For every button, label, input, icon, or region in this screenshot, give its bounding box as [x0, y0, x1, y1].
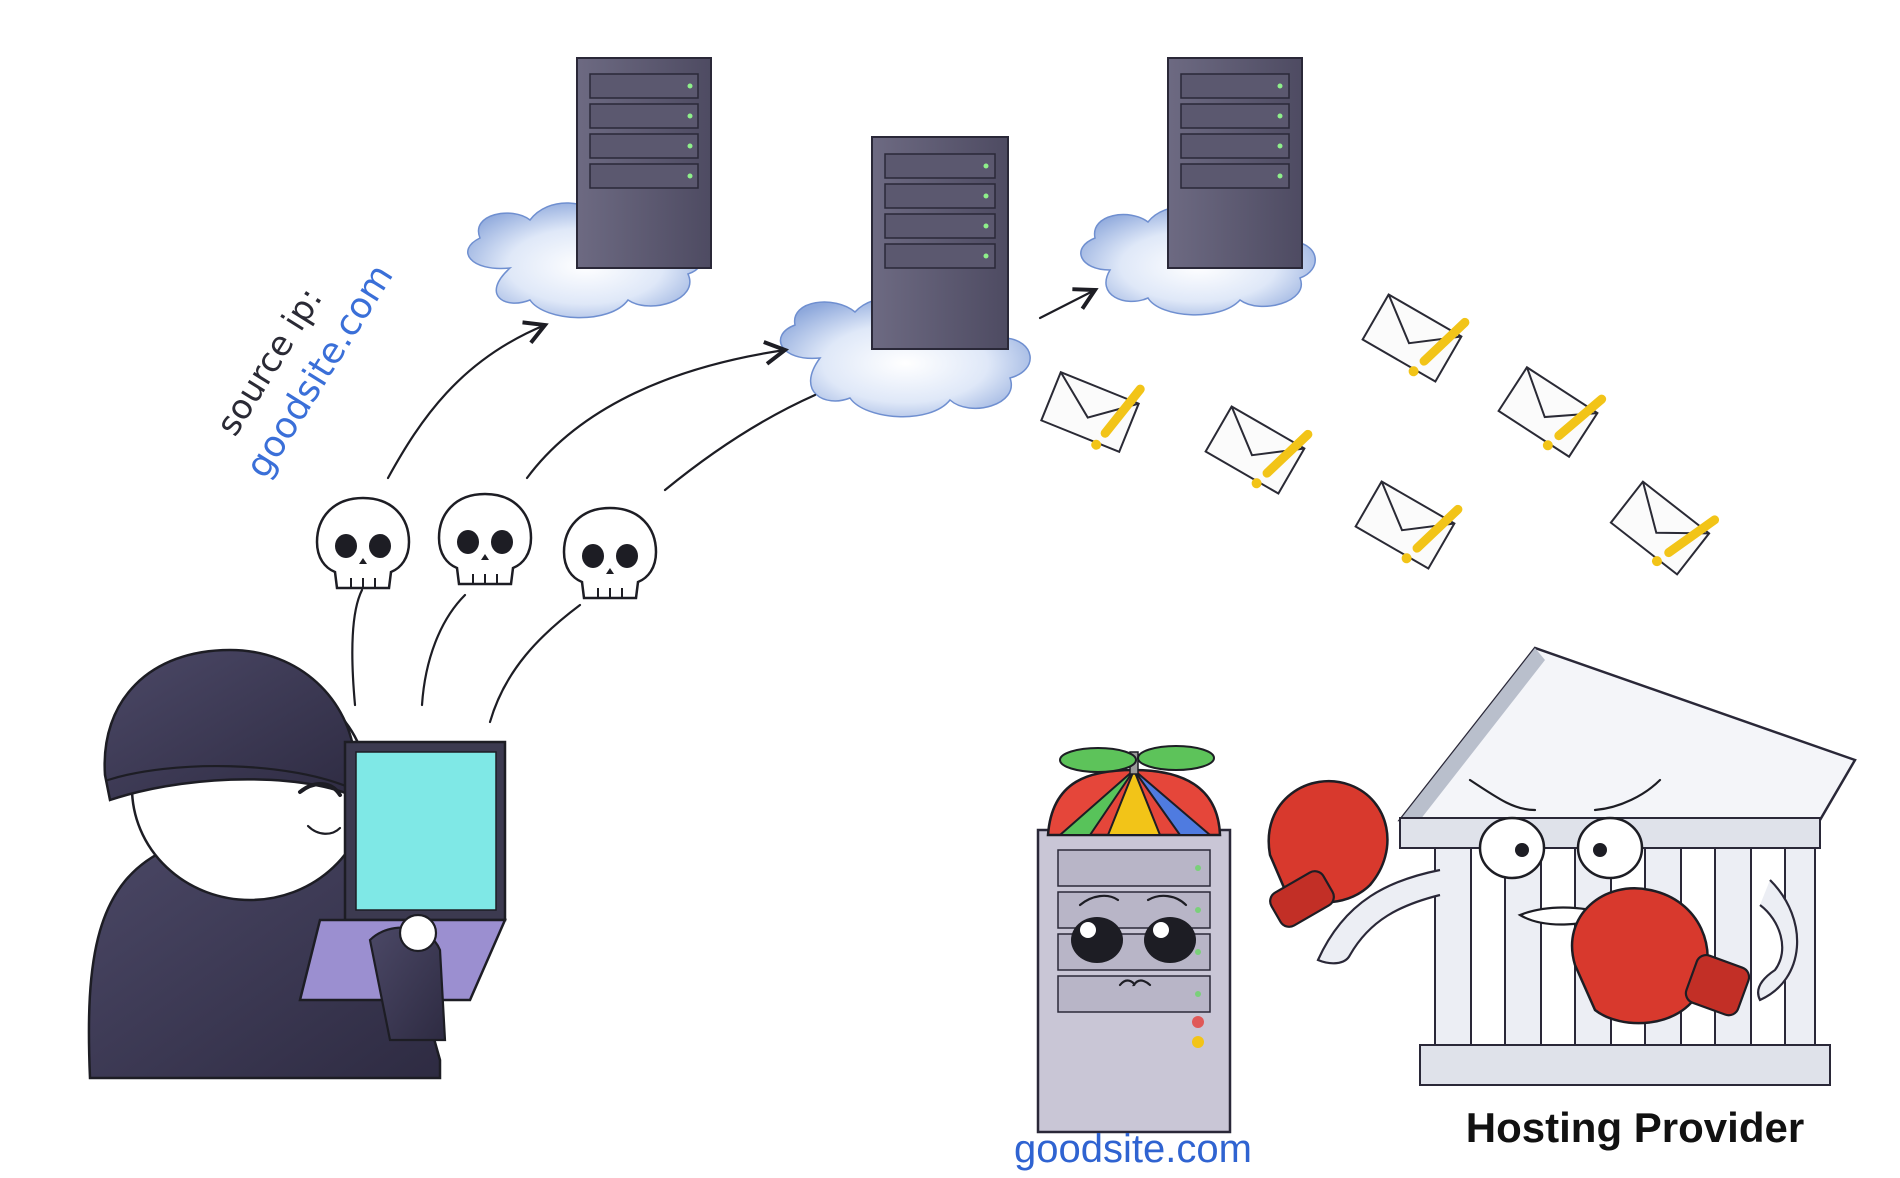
provider-caption: Hosting Provider: [1466, 1104, 1804, 1151]
relay-server-1: [467, 57, 712, 319]
hand: [398, 913, 438, 953]
relay-server-3: [1080, 57, 1316, 316]
skull-icon: [437, 492, 533, 586]
envelope-icon: [1202, 394, 1311, 499]
envelope-icon: [1359, 282, 1468, 387]
status-light: [1192, 1016, 1204, 1028]
status-light: [1192, 1036, 1204, 1048]
hosting-provider-building: [1267, 646, 1857, 1086]
boxing-glove: [1267, 779, 1389, 928]
envelope-icon: [1039, 359, 1144, 458]
skull-icon: [562, 506, 658, 600]
propeller-hat: [1046, 745, 1222, 837]
attacker: [87, 648, 507, 1080]
beanie: [103, 648, 362, 803]
envelope-icon: [1352, 469, 1461, 574]
laptop-screen: [355, 751, 497, 911]
source-ip-annotation: source ip: goodsite.com: [209, 257, 402, 485]
boxing-glove: [1570, 887, 1751, 1025]
attack-arrows: [351, 287, 1099, 724]
relay-server-2: [779, 136, 1031, 418]
skull-icon: [315, 496, 411, 590]
victim-server: [1036, 745, 1232, 1134]
victim-caption: goodsite.com: [1014, 1127, 1252, 1171]
envelope-icon: [1607, 471, 1718, 580]
envelope-icon: [1495, 356, 1605, 463]
